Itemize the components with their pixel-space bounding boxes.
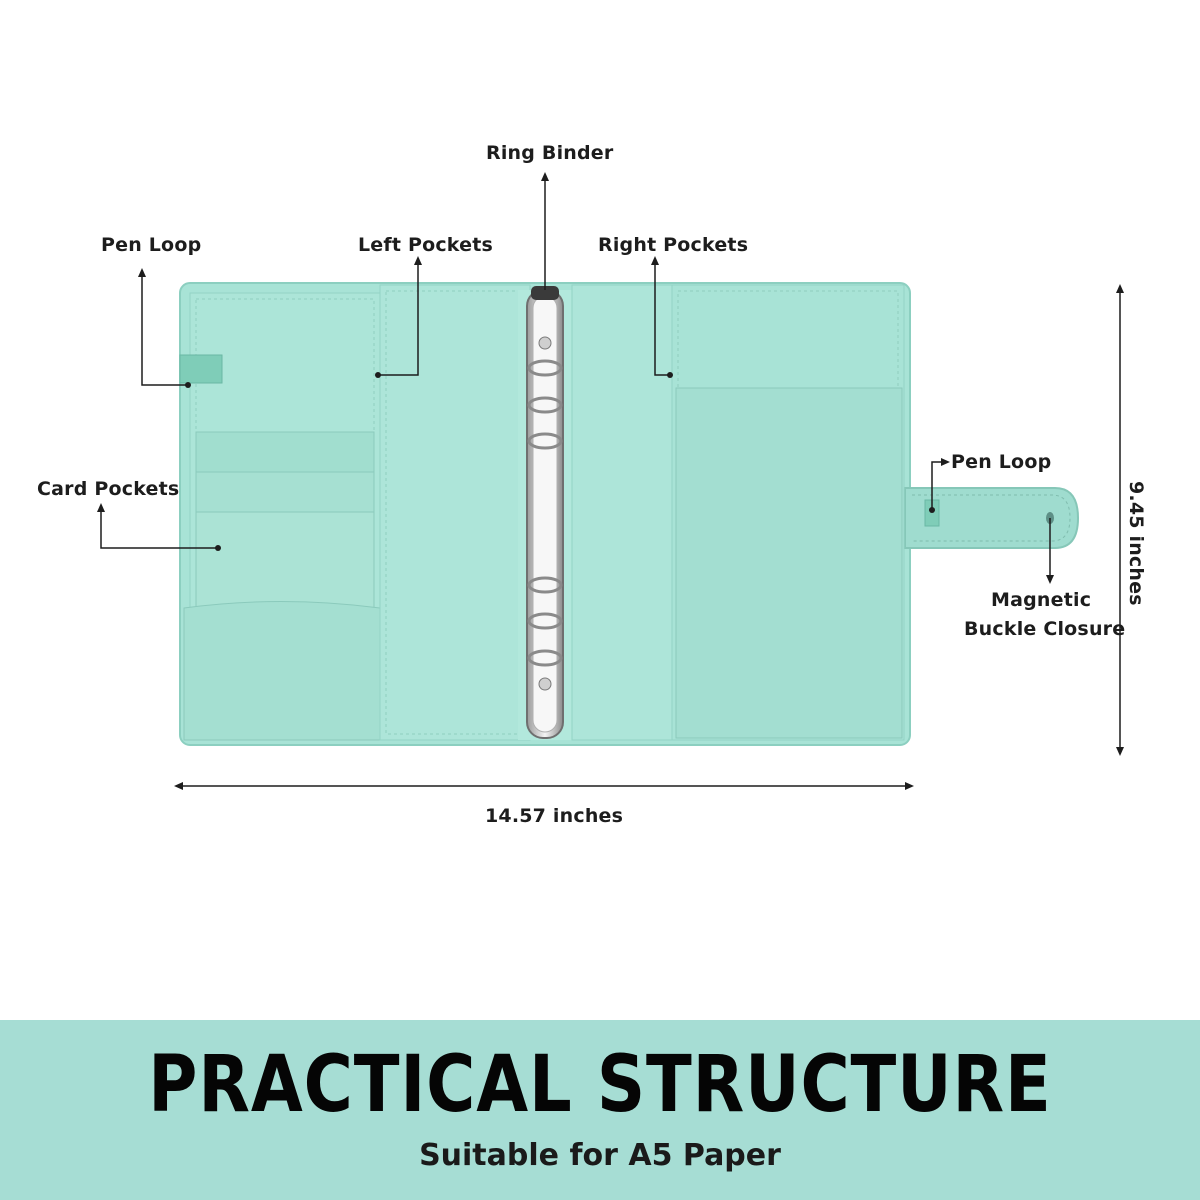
binder-rings	[527, 359, 563, 667]
binder-illustration	[97, 172, 1124, 790]
buckle-stitching	[912, 494, 1071, 542]
label-ring-binder: Ring Binder	[486, 142, 614, 164]
banner-subtitle: Suitable for A5 Paper	[419, 1138, 781, 1173]
label-height-dimension: 9.45 inches	[1125, 481, 1147, 606]
label-pen-loop-left: Pen Loop	[101, 234, 202, 256]
left-pen-loop	[179, 354, 223, 384]
banner-title: PRACTICAL STRUCTURE	[148, 1040, 1052, 1130]
right-pockets-panel	[571, 284, 673, 741]
label-width-dimension: 14.57 inches	[485, 805, 624, 827]
label-right-pockets: Right Pockets	[598, 234, 749, 256]
left-pockets-panel	[379, 284, 531, 741]
left-pockets-stitch	[385, 290, 525, 735]
annotation-arrowheads	[97, 172, 1124, 790]
label-buckle-closure: Buckle Closure	[964, 618, 1126, 640]
label-left-pockets: Left Pockets	[358, 234, 494, 256]
label-card-pockets: Card Pockets	[37, 478, 180, 500]
ring-binder-top-cap	[531, 286, 559, 300]
ring-rivet-bottom	[538, 677, 552, 691]
magnetic-buckle-strap	[904, 487, 1080, 549]
banner-background	[0, 1020, 1200, 1200]
label-pen-loop-right: Pen Loop	[951, 451, 1052, 473]
ring-rivet-top	[538, 336, 552, 350]
label-magnetic: Magnetic	[991, 589, 1092, 611]
left-large-pocket	[183, 601, 381, 741]
annotation-leaders	[100, 178, 1121, 787]
right-document-pocket	[675, 387, 903, 739]
